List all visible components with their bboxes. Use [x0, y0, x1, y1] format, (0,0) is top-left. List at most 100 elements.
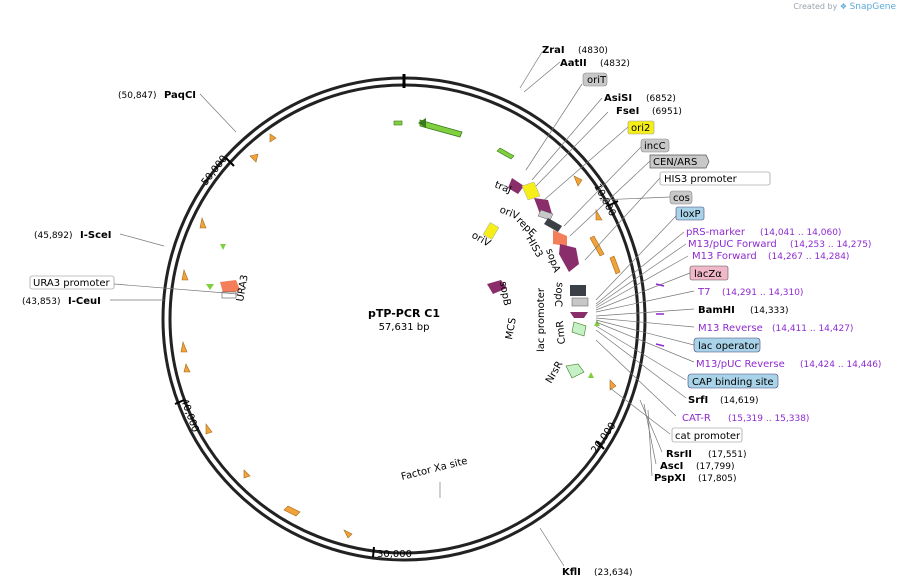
oriv-feature-2: [482, 222, 500, 240]
site-ori2: ori2: [631, 123, 650, 134]
site-factor-xa: Factor Xa site: [400, 456, 469, 483]
site-t7-pos: (14,291 .. 14,310): [722, 288, 803, 298]
loxp-box: [675, 206, 705, 221]
site-m13-puc-forward: M13/pUC Forward: [688, 239, 777, 250]
site-t7: T7: [697, 287, 710, 298]
site-iscei-pos: (45,892): [34, 231, 73, 241]
label-mcs: MCS: [504, 317, 519, 341]
site-m13-forward: M13 Forward: [692, 251, 757, 262]
site-rsrii-pos: (17,551): [708, 450, 747, 460]
site-rsrii: RsrII: [666, 449, 692, 460]
snapgene-credit: Created by ❖ SnapGene: [793, 2, 896, 12]
lacz-feature: [570, 312, 588, 318]
site-m13-puc-reverse: M13/pUC Reverse: [696, 359, 785, 370]
sopa-arrow: [559, 244, 579, 272]
site-m13-reverse-pos: (14,411 .. 14,427): [772, 324, 853, 334]
ura3-promoter-feature: [221, 291, 237, 299]
green-arrow-head: [418, 118, 426, 128]
site-prs-marker: pRS-marker: [686, 227, 746, 238]
green-arrow-large: [419, 119, 463, 138]
site-ura3-promoter: URA3 promoter: [33, 278, 111, 289]
tick-label-30000: 30,000: [377, 549, 412, 560]
cenars-box: [649, 154, 710, 169]
site-srfi: SrfI: [688, 395, 708, 406]
label-sopa: sopA: [543, 247, 562, 274]
label-ura3: URA3: [235, 274, 251, 303]
green-arrow-2: [496, 147, 515, 160]
site-paqci: PaqCI: [164, 90, 196, 101]
lac-promoter-feature: [571, 297, 589, 307]
site-his3-promoter: HIS3 promoter: [664, 174, 738, 185]
site-asci-pos: (17,799): [696, 462, 735, 472]
site-cat-r: CAT-R: [682, 413, 711, 424]
incc-box: [640, 138, 670, 153]
cos-box: [669, 190, 693, 205]
site-cat-r-pos: (15,319 .. 15,338): [728, 414, 809, 424]
site-cos: cos: [673, 193, 690, 204]
site-iceui-pos: (43,853): [22, 297, 61, 307]
orit-box: [582, 72, 608, 87]
tick-label-40000: 40,000: [178, 397, 200, 434]
cmr-arrow: [571, 321, 587, 337]
site-bamhi-pos: (14,333): [750, 306, 789, 316]
site-zrai-pos: (4830): [578, 46, 608, 56]
plasmid-length: 57,631 bp: [379, 322, 430, 333]
traj-arrow: [508, 178, 524, 194]
label-lac-promoter: lac promoter: [536, 287, 547, 352]
snapgene-logo: ❖: [839, 2, 848, 11]
dark-feature-1: [544, 218, 562, 232]
site-fsei-pos: (6951): [652, 107, 682, 117]
site-iceui: I-CeuI: [68, 296, 101, 307]
site-fsei: FseI: [616, 106, 639, 117]
site-cap-binding: CAP binding site: [692, 377, 774, 388]
site-m13-reverse: M13 Reverse: [698, 323, 763, 334]
ruler-ticks: [174, 157, 619, 558]
site-pspxi: PspXI: [654, 473, 686, 484]
site-srfi-pos: (14,619): [720, 396, 759, 406]
label-sopc: sopC: [552, 282, 565, 308]
small-green-4: [206, 284, 214, 290]
site-m13-puc-forward-pos: (14,253 .. 14,275): [790, 240, 871, 250]
cap-binding-box: [687, 373, 779, 389]
site-paqci-pos: (50,847): [118, 91, 157, 101]
oriv-feature: [521, 181, 541, 201]
site-asisi-pos: (6852): [646, 94, 676, 104]
site-aatii-pos: (4832): [600, 59, 630, 69]
small-green-2: [588, 372, 594, 378]
site-m13-forward-pos: (14,267 .. 14,284): [768, 252, 849, 262]
site-aatii: AatII: [560, 58, 587, 69]
site-asisi: AsiSI: [604, 93, 632, 104]
site-cenars: CEN/ARS: [653, 157, 697, 168]
site-zrai: ZraI: [542, 45, 565, 56]
lac-operator-box: [693, 337, 761, 353]
primer-bars: [655, 283, 665, 347]
credit-text: Created by: [793, 2, 838, 11]
orange-arrows: [180, 133, 621, 539]
label-cmr: CmR: [555, 320, 568, 345]
ori2-box: [627, 120, 655, 135]
repe-arrow: [534, 198, 552, 214]
ura3-promoter-box: [29, 275, 115, 290]
label-sopb: sopB: [497, 281, 512, 307]
his3-promoter-box: [659, 171, 771, 186]
site-incc: incC: [644, 141, 666, 152]
site-iscei: I-SceI: [80, 230, 112, 241]
site-pspxi-pos: (17,805): [698, 474, 737, 484]
site-lac-operator: lac operator: [698, 341, 759, 352]
site-bamhi: BamHI: [698, 305, 735, 316]
credit-brand: SnapGene: [849, 2, 896, 12]
small-green-1: [594, 320, 600, 326]
site-loxp: loxP: [680, 209, 701, 220]
leader-lines-left: [110, 93, 239, 301]
label-traj: traJ: [493, 180, 513, 197]
lacza-box: [689, 265, 729, 281]
label-nrsr: NrsR: [544, 359, 565, 385]
site-m13-puc-reverse-pos: (14,424 .. 14,446): [800, 360, 881, 370]
feature-cluster-top: [393, 118, 600, 379]
site-cat-promoter: cat promoter: [675, 431, 741, 442]
site-prs-marker-pos: (14,041 .. 14,060): [760, 228, 841, 238]
sopc-feature: [570, 285, 586, 296]
cat-promoter-box: [671, 427, 743, 443]
label-his3: HIS3: [523, 234, 544, 260]
